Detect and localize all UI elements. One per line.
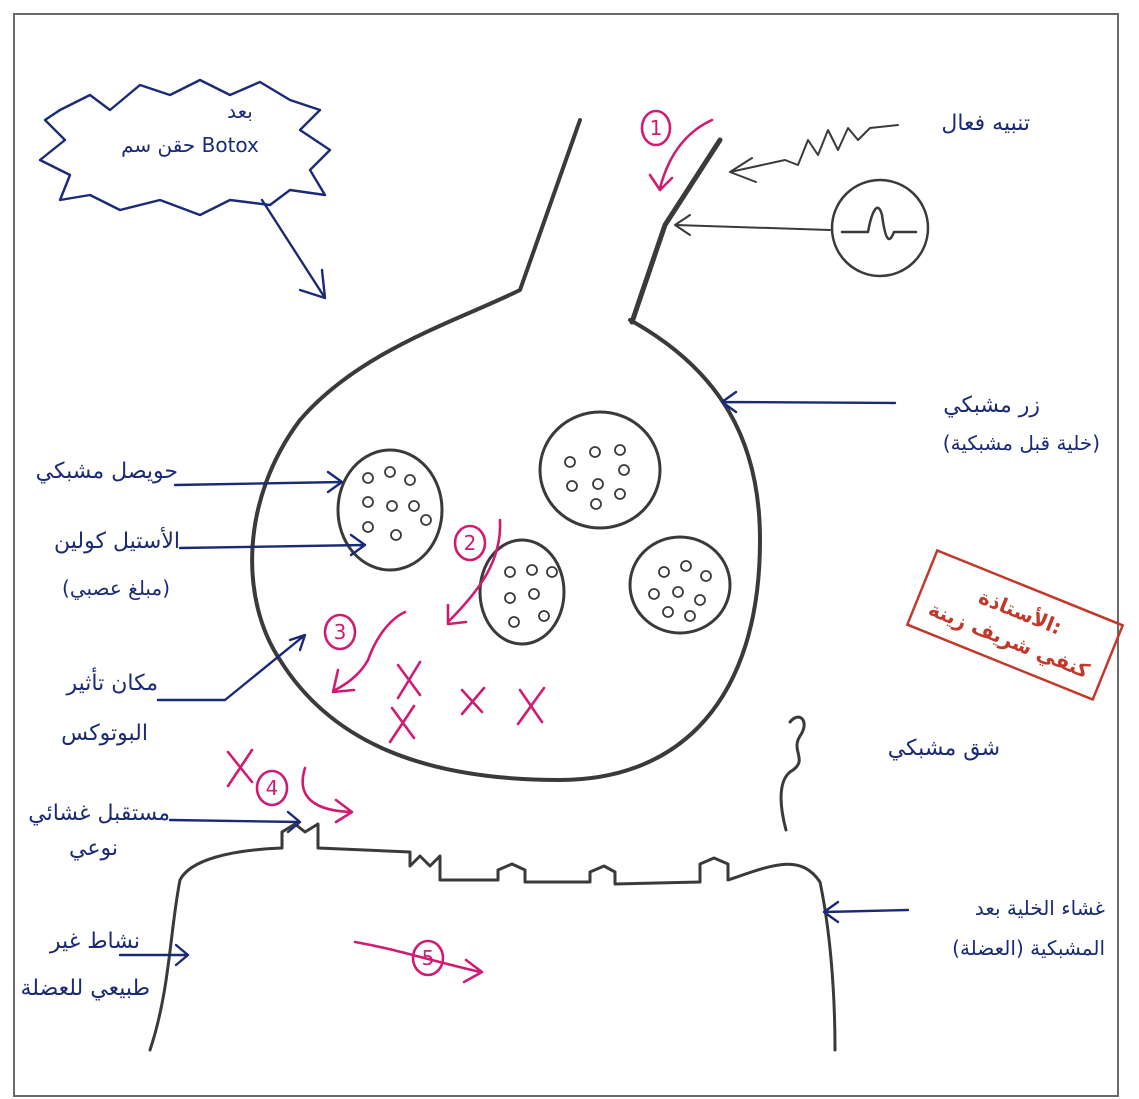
step-2-label: 2 bbox=[464, 531, 477, 555]
botox-label-line1: بعد bbox=[227, 99, 253, 123]
postsynaptic-membrane bbox=[148, 822, 837, 1052]
botox-site-label-line2: البوتوكس bbox=[61, 721, 148, 746]
stamp-border bbox=[905, 548, 1125, 702]
synaptic-button-label-line1: زر مشبكي bbox=[943, 393, 1040, 418]
muscle-label-line1: نشاط غير bbox=[49, 929, 140, 954]
synaptic-vesicle bbox=[336, 448, 444, 572]
receptor-arrow bbox=[168, 810, 302, 834]
receptor-label-line2: نوعي bbox=[69, 836, 118, 861]
vesicle-label: حويصل مشبكي bbox=[36, 459, 178, 484]
spring-arrow bbox=[729, 124, 899, 183]
muscle-arrow bbox=[118, 943, 190, 967]
axon-left-edge bbox=[250, 118, 762, 782]
botox-site-arrow bbox=[156, 633, 307, 702]
acetylcholine-label-line2: (مبلغ عصبي) bbox=[62, 576, 170, 601]
synaptic-vesicle bbox=[538, 410, 662, 530]
blocked-release-marks bbox=[226, 660, 546, 788]
botox-label-line2: حقن سم Botox bbox=[121, 133, 259, 157]
synaptic-button-label-line2: (خلية قبل مشبكية) bbox=[943, 431, 1100, 455]
action-potential-circle bbox=[830, 178, 930, 278]
acetylcholine-label-line1: الأستيل كولين bbox=[54, 527, 180, 554]
step-3: 3 bbox=[323, 610, 407, 694]
cleft-bracket bbox=[779, 715, 806, 832]
botox-arrow bbox=[260, 198, 327, 300]
botox-site-label-line1: مكان تأثير bbox=[65, 667, 158, 696]
synaptic-cleft-label: شق مشبكي bbox=[888, 736, 1000, 761]
teacher-stamp: الأستاذة: كنفي شريف زينة bbox=[905, 548, 1125, 702]
membrane-arrow bbox=[822, 900, 910, 924]
step-1-label: 1 bbox=[650, 116, 663, 140]
synaptic-vesicle bbox=[478, 538, 566, 646]
acetylcholine-arrow bbox=[178, 533, 367, 557]
step-2: 2 bbox=[446, 518, 502, 626]
synaptic-vesicle bbox=[628, 535, 732, 635]
step-3-label: 3 bbox=[334, 620, 347, 644]
step-4: 4 bbox=[255, 766, 354, 824]
muscle-label-line2: طبيعي للعضلة bbox=[21, 976, 151, 1001]
axon-right-edge bbox=[629, 137, 723, 325]
action-potential-waveform bbox=[840, 206, 918, 241]
membrane-label-line2: المشبكية (العضلة) bbox=[952, 936, 1105, 960]
receptor-label-line1: مستقبل غشائي bbox=[28, 801, 170, 826]
step-4-label: 4 bbox=[266, 776, 279, 800]
synaptic-button-arrow bbox=[720, 390, 897, 414]
step-1: 1 bbox=[640, 109, 714, 192]
step-5: 5 bbox=[353, 939, 484, 984]
botox-cloud bbox=[38, 78, 332, 217]
membrane-label-line1: غشاء الخلية بعد bbox=[975, 896, 1105, 920]
action-potential-label: تنبيه فعال bbox=[941, 111, 1030, 136]
page-frame bbox=[13, 13, 1119, 1097]
vesicle-arrow bbox=[173, 470, 344, 494]
action-potential-arrow bbox=[674, 214, 831, 236]
